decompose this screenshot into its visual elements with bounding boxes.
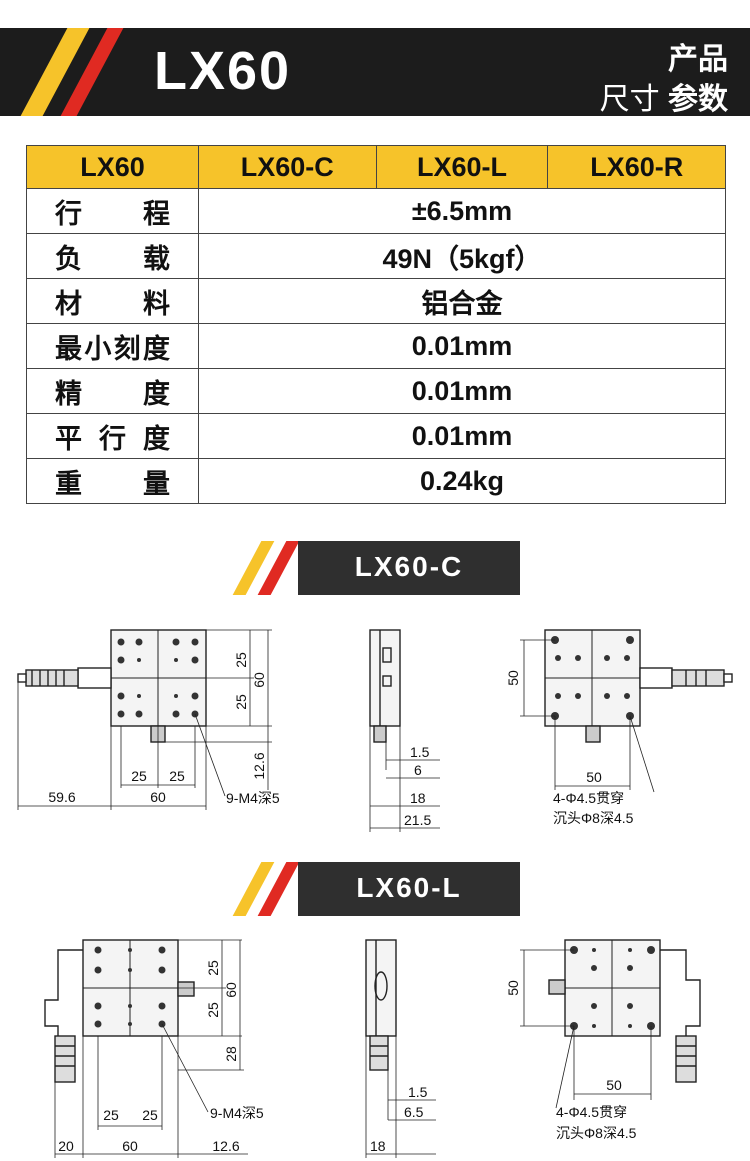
drawing-lx60-c: 25 25 60 12.6 25 25 59.6 60 9-M4深5 1.5 6…	[17, 629, 733, 832]
side-dim-labels: 1.5 6.5 18	[370, 1084, 428, 1154]
front-dim-labels: 25 25 60 28 25 25 20 60 12.6 9-M4深5	[58, 960, 264, 1154]
dim-label: 59.6	[48, 789, 75, 805]
note-label: 9-M4深5	[210, 1105, 264, 1121]
header-tag-top: 产品	[668, 43, 728, 76]
table-row: 材料铝合金	[26, 278, 726, 324]
header-tag-bottom-right: 参数	[668, 83, 728, 116]
front-view	[17, 629, 272, 810]
row-value: 0.01mm	[198, 413, 726, 459]
row-value: 0.24kg	[198, 458, 726, 504]
dim-label: 25	[131, 768, 147, 784]
back-dim-labels: 50 50 4-Φ4.5贯穿 沉头Φ8深4.5	[505, 670, 634, 826]
dim-label: 18	[410, 790, 426, 806]
dim-label: 18	[370, 1138, 386, 1154]
row-value: 0.01mm	[198, 323, 726, 369]
dim-label: 21.5	[404, 812, 431, 828]
spec-table-header: LX60 LX60-C LX60-L LX60-R	[26, 145, 726, 189]
dim-label: 50	[606, 1077, 622, 1093]
row-label: 行程	[26, 188, 199, 234]
front-dim-labels: 25 25 60 12.6 25 25 59.6 60 9-M4深5	[48, 652, 280, 806]
side-view	[365, 939, 436, 1158]
note-label: 9-M4深5	[226, 790, 280, 806]
row-value: 0.01mm	[198, 368, 726, 414]
dim-label: 60	[150, 789, 166, 805]
page-title: LX60	[154, 41, 292, 101]
banner-bar	[298, 541, 520, 595]
header-tag-bottom: 尺寸 参数	[600, 74, 728, 118]
side-view	[369, 629, 440, 832]
row-value: ±6.5mm	[198, 188, 726, 234]
dim-label: 25	[205, 1002, 221, 1018]
back-view	[520, 939, 701, 1109]
drawing-lx60-l: 25 25 60 28 25 25 20 60 12.6 9-M4深5 1.5 …	[44, 939, 701, 1158]
row-label: 材料	[26, 278, 199, 324]
dim-label: 28	[223, 1046, 239, 1062]
dim-label: 12.6	[251, 752, 267, 779]
banner-bar	[298, 862, 520, 916]
row-label: 平行度	[26, 413, 199, 459]
dim-label: 50	[505, 980, 521, 996]
dim-label: 25	[233, 694, 249, 710]
dim-label: 6.5	[404, 1104, 424, 1120]
section-banner-l: LX60-L	[0, 862, 750, 916]
section-title: LX60-L	[356, 872, 462, 903]
dim-label: 60	[122, 1138, 138, 1154]
model-cell: LX60-R	[547, 145, 726, 189]
row-value: 铝合金	[198, 278, 726, 324]
dim-label: 25	[169, 768, 185, 784]
row-value: 49N（5kgf）	[198, 233, 726, 279]
dim-label: 20	[58, 1138, 74, 1154]
dim-label: 25	[233, 652, 249, 668]
note-label: 沉头Φ8深4.5	[556, 1125, 637, 1141]
row-label: 重量	[26, 458, 199, 504]
dim-label: 60	[223, 982, 239, 998]
model-cell: LX60	[26, 145, 199, 189]
note-label: 4-Φ4.5贯穿	[556, 1104, 627, 1120]
dim-label: 1.5	[410, 744, 430, 760]
page-header: LX60 产品 尺寸 参数	[0, 0, 750, 118]
row-label: 负载	[26, 233, 199, 279]
dim-label: 25	[103, 1107, 119, 1123]
section-title: LX60-C	[354, 551, 464, 582]
dim-label: 50	[586, 769, 602, 785]
side-dim-labels: 1.5 6 18 21.5	[404, 744, 431, 828]
back-dim-labels: 50 50 4-Φ4.5贯穿 沉头Φ8深4.5	[505, 980, 637, 1141]
dim-label: 1.5	[408, 1084, 428, 1100]
back-view	[520, 629, 733, 793]
note-label: 沉头Φ8深4.5	[553, 810, 634, 826]
note-label: 4-Φ4.5贯穿	[553, 790, 624, 806]
dim-label: 60	[251, 672, 267, 688]
dim-label: 12.6	[212, 1138, 239, 1154]
dim-label: 25	[205, 960, 221, 976]
row-label: 精度	[26, 368, 199, 414]
dim-label: 50	[505, 670, 521, 686]
model-cell: LX60-C	[198, 145, 377, 189]
dim-label: 6	[414, 762, 422, 778]
model-cell: LX60-L	[375, 145, 549, 189]
row-label: 最小刻度	[26, 323, 199, 369]
dim-label: 25	[142, 1107, 158, 1123]
section-banner-c: LX60-C	[0, 541, 750, 595]
front-view	[44, 939, 248, 1158]
header-bar	[0, 28, 750, 116]
header-tag-bottom-left: 尺寸	[599, 83, 660, 116]
table-row: 行程±6.5mm	[26, 188, 726, 234]
